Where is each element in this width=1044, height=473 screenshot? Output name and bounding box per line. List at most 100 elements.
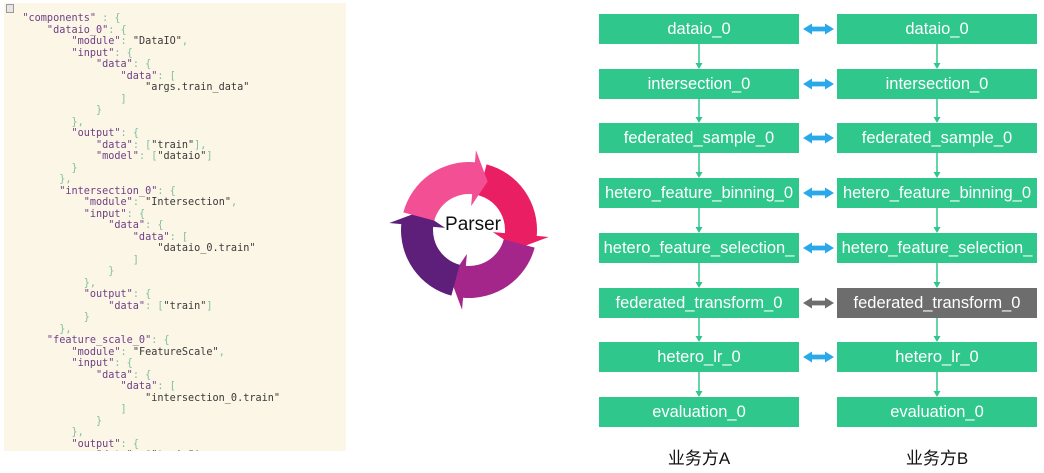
code-line: "data": [ [4, 71, 346, 83]
code-token: , [230, 197, 238, 208]
code-token: "module" [4, 197, 133, 208]
double-arrow-icon [803, 78, 834, 90]
code-line: "dataio_0": { [4, 25, 346, 37]
code-line: } [4, 416, 346, 428]
code-line: "data": [ [4, 232, 346, 244]
code-line: ] [4, 94, 346, 106]
party-b-node: hetero_feature_binning_0 [837, 178, 1037, 208]
code-token: "args.train_data" [4, 82, 250, 93]
code-token: : { [132, 369, 152, 381]
code-token: "feature_scale_0" [4, 335, 152, 346]
code-line: "input": { [4, 48, 346, 60]
code-token: "dataio_0" [4, 24, 109, 36]
party-a-node: hetero_lr_0 [599, 342, 799, 372]
code-line: } [4, 266, 346, 278]
code-line: "data": ["train"], [4, 140, 346, 152]
code-token: "data" [4, 231, 170, 243]
double-arrow-icon [803, 351, 834, 363]
code-lines: "components" : { "dataio_0": { "module":… [4, 13, 346, 451]
code-token: : { [114, 358, 133, 369]
code-token: "input" [4, 208, 127, 220]
code-token: } [4, 312, 90, 323]
code-token: : { [114, 47, 133, 59]
code-token: }, [4, 323, 72, 335]
code-line: } [4, 163, 346, 175]
double-arrow-icon [803, 132, 834, 144]
code-token: "FeatureScale" [132, 346, 219, 358]
double-arrow-icon [803, 297, 834, 309]
code-line: } [4, 105, 346, 117]
code-token: }, [4, 116, 84, 128]
code-token: "input" [4, 358, 115, 369]
code-token: "data" [4, 381, 158, 392]
code-token: ], [194, 450, 206, 451]
parser-label: Parser [445, 214, 501, 235]
code-token: : [ [145, 300, 164, 312]
code-token: : { [132, 59, 152, 70]
code-line: "module": "DataIO", [4, 36, 346, 48]
code-token: "dataio_0.train" [4, 243, 256, 254]
code-panel-corner-icon [6, 4, 14, 13]
party-b-node: hetero_lr_0 [837, 342, 1037, 372]
code-token: "output" [4, 438, 121, 450]
party-a-node: hetero_feature_selection_ [599, 233, 799, 263]
party-a-node: evaluation_0 [599, 397, 799, 427]
code-line: ] [4, 404, 346, 416]
code-token: "train" [163, 300, 207, 312]
code-line: "model": ["dataio"] [4, 151, 346, 163]
code-token: "train" [151, 450, 194, 451]
code-line: "intersection_0.train" [4, 393, 346, 405]
code-token: "intersection_0.train" [4, 392, 281, 404]
code-line: "output": { [4, 128, 346, 140]
code-token: "output" [4, 128, 121, 139]
code-token: "input" [4, 47, 115, 59]
double-arrow-icon [803, 242, 834, 254]
code-token: "model" [4, 151, 139, 162]
cycle-arrow-segment [478, 164, 549, 249]
code-line: }, [4, 427, 346, 439]
code-token: } [4, 162, 78, 174]
code-token: : [120, 36, 133, 47]
party-a-node: federated_transform_0 [599, 288, 799, 318]
party-b-node: evaluation_0 [837, 397, 1037, 427]
code-token: : [ [169, 231, 189, 243]
code-token: "Intersection" [145, 197, 231, 208]
code-token: : { [108, 24, 127, 36]
code-line: "data": { [4, 59, 346, 71]
code-token: : [ [132, 139, 152, 151]
code-token: ] [206, 151, 213, 162]
code-token: "data" [4, 220, 146, 231]
code-token: ] [4, 404, 127, 415]
code-token: "data" [4, 70, 158, 82]
code-line: "feature_scale_0": { [4, 335, 346, 347]
code-token: : { [96, 13, 121, 24]
code-line: "data": ["train"] [4, 301, 346, 313]
party-a-node: federated_sample_0 [599, 123, 799, 153]
code-line: }, [4, 324, 346, 336]
code-token: "DataIO" [132, 36, 182, 47]
code-token: : { [145, 220, 164, 231]
code-token: : [ [157, 70, 176, 82]
code-line: }, [4, 117, 346, 129]
code-token: : { [151, 335, 170, 346]
party-b-node: federated_transform_0 [837, 288, 1037, 318]
code-token: : [ [138, 151, 158, 162]
code-token: : { [132, 289, 152, 300]
party-b-label: 业务方B [905, 449, 969, 468]
code-line: "components" : { [4, 13, 346, 25]
code-token: }, [4, 277, 97, 289]
party-a-node: intersection_0 [599, 69, 799, 99]
party-b-node: intersection_0 [837, 69, 1037, 99]
json-code-panel: "components" : { "dataio_0": { "module":… [4, 3, 346, 451]
code-token: "train" [151, 139, 195, 151]
double-arrow-icon [803, 23, 834, 35]
code-token: "dataio" [157, 151, 207, 162]
code-token: , [181, 36, 189, 47]
code-line: ] [4, 255, 346, 267]
code-token: "data" [4, 139, 133, 151]
code-token: ], [194, 139, 207, 151]
code-token: : { [126, 208, 146, 220]
code-line: "data": [ [4, 381, 346, 393]
code-line: "data": ["train"], [4, 450, 346, 451]
code-line: "output": { [4, 289, 346, 301]
